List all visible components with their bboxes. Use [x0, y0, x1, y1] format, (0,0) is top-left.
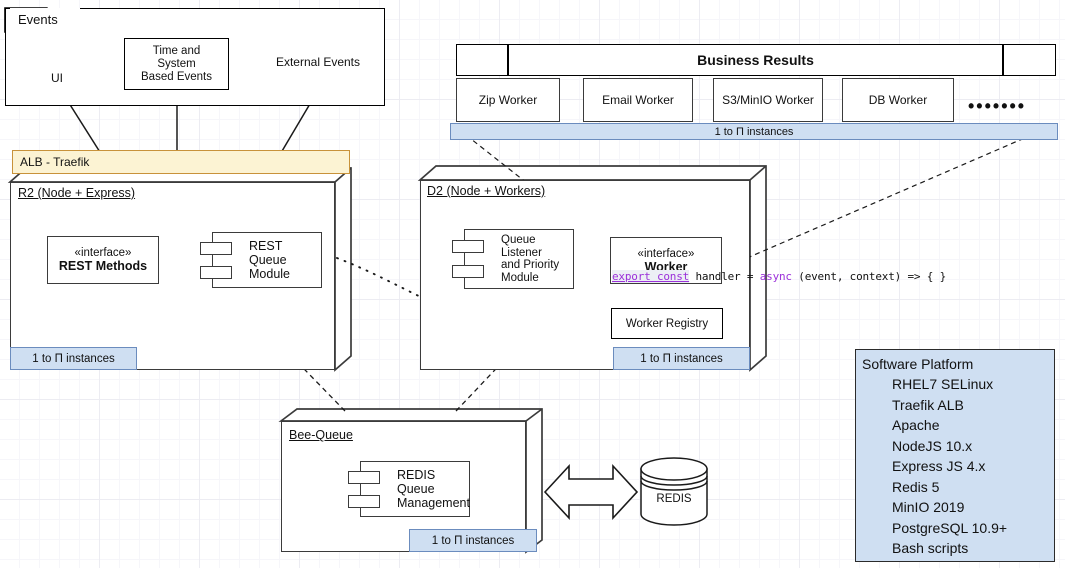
queue-listener-priority-module-component: Queue Listener and Priority Module: [452, 229, 574, 289]
business-worker-cell: Zip Worker: [456, 78, 560, 122]
external-events-label: External Events: [275, 55, 361, 69]
software-platform-item: Apache: [892, 417, 940, 433]
business-results-instances-badge: 1 to Π instances: [450, 123, 1058, 140]
software-platform-item: Bash scripts: [892, 540, 969, 556]
redis-queue-management-label: REDIS Queue Management: [397, 468, 470, 510]
d2-instances-badge: 1 to Π instances: [613, 347, 750, 370]
ui-actor-label: UI: [51, 71, 63, 85]
bee-queue-redis-bidirectional-arrow: [543, 463, 639, 521]
software-platform-item: Traefik ALB: [892, 396, 964, 413]
worker-handler-code-snippet: export const handler = async (event, con…: [612, 270, 946, 283]
component-tab-icon: [452, 240, 484, 253]
rest-methods-interface: «interface» REST Methods: [47, 236, 159, 284]
d2-node-3d-shell: [417, 165, 767, 372]
software-platform-item: PostgreSQL 10.9+: [892, 519, 1008, 536]
alb-traefik-bar: ALB - Traefik: [12, 150, 350, 174]
rest-methods-name: REST Methods: [58, 259, 148, 273]
software-platform-item: Redis 5: [892, 478, 940, 495]
business-worker-cell: Email Worker: [583, 78, 693, 122]
redis-database-cylinder: [640, 457, 708, 526]
time-and-system-based-events-label: Time and System Based Events: [141, 44, 212, 83]
software-platform-item: NodeJS 10.x: [892, 437, 973, 454]
component-tab-icon: [348, 471, 380, 484]
software-platform-item: Express JS 4.x: [892, 458, 986, 474]
redis-database-label: REDIS: [656, 493, 692, 505]
software-platform-list: RHEL7 SELinux Traefik ALB Apache NodeJS …: [862, 374, 1054, 559]
redis-database-node: REDIS: [641, 459, 707, 525]
code-params-body: (event, context) => { }: [791, 270, 947, 283]
code-keyword-export-const: export const: [612, 270, 690, 283]
component-tab-icon: [200, 266, 232, 279]
software-platform-panel: Software Platform RHEL7 SELinux Traefik …: [855, 349, 1055, 562]
events-label: Events: [10, 8, 80, 32]
software-platform-item: MinIO 2019: [892, 499, 965, 515]
business-results-header-left-cell: [456, 44, 508, 76]
component-tab-icon: [348, 495, 380, 508]
worker-stereotype: «interface»: [637, 247, 695, 260]
code-handler-assign: handler =: [689, 270, 760, 283]
r2-node-title: R2 (Node + Express): [18, 186, 136, 200]
worker-registry-box: Worker Registry: [611, 308, 723, 339]
redis-queue-management-component: REDIS Queue Management: [348, 461, 470, 517]
component-tab-icon: [452, 265, 484, 278]
bee-queue-node-3d-shell: [278, 408, 543, 554]
time-and-system-based-events-node: Time and System Based Events: [124, 38, 229, 90]
business-worker-cell: DB Worker: [842, 78, 954, 122]
code-keyword-async: async: [759, 270, 792, 283]
business-workers-ellipsis: •••••••: [968, 96, 1027, 116]
software-platform-item: RHEL7 SELinux: [892, 376, 994, 392]
bee-queue-node-title: Bee-Queue: [289, 428, 353, 442]
business-worker-cell: S3/MinIO Worker: [713, 78, 823, 122]
rest-queue-module-component: REST Queue Module: [200, 232, 322, 288]
bee-queue-instances-badge: 1 to Π instances: [409, 529, 537, 552]
software-platform-title: Software Platform: [862, 356, 974, 372]
queue-listener-priority-module-label: Queue Listener and Priority Module: [501, 234, 560, 284]
business-results-header-right-cell: [1003, 44, 1056, 76]
r2-instances-badge: 1 to Π instances: [10, 347, 137, 370]
rest-methods-stereotype: «interface»: [74, 247, 132, 259]
business-results-title: Business Results: [508, 44, 1003, 76]
component-tab-icon: [200, 242, 232, 255]
d2-node-title: D2 (Node + Workers): [427, 184, 546, 198]
rest-queue-module-label: REST Queue Module: [249, 239, 290, 281]
